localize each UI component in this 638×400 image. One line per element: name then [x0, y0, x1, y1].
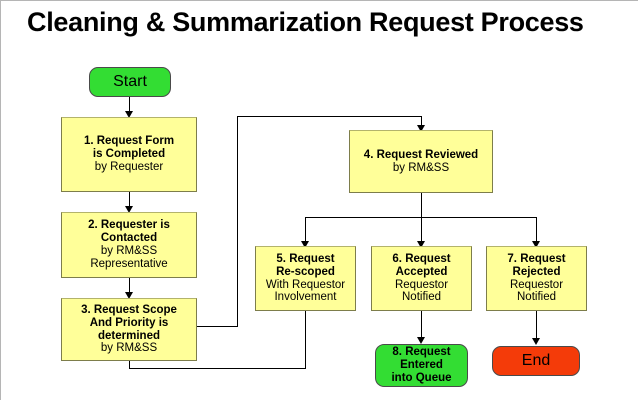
node-step2-line-1: Contacted: [100, 232, 158, 245]
edge-step4-bus-stem: [421, 193, 422, 217]
edge-step5-step3-v1: [305, 311, 306, 369]
edge-step3-step4-arrow: [417, 125, 425, 132]
node-step6-line-0: 6. Request: [392, 252, 451, 265]
node-end[interactable]: End: [492, 346, 580, 376]
node-step4-line-1: by RM&SS: [392, 161, 450, 174]
edge-step2-step3-arrow: [125, 292, 133, 299]
edge-step4-step6-line: [421, 217, 422, 243]
node-start[interactable]: Start: [89, 67, 171, 97]
node-step6-line-2: Requestor: [394, 278, 449, 291]
edge-step4-step7-line: [536, 217, 537, 243]
node-step5-line-3: Involvement: [274, 291, 337, 304]
node-step7-line-1: Rejected: [512, 265, 561, 278]
node-step2-line-3: Representative: [90, 257, 168, 270]
edge-step1-step2-arrow: [125, 206, 133, 213]
edge-step6-step8-arrow: [417, 337, 425, 344]
edge-step3-step4-h2: [237, 116, 422, 117]
node-step3-line-2: determined: [98, 329, 160, 342]
node-step7-line-2: Requestor: [509, 278, 564, 291]
node-step8-line-0: 8. Request: [392, 346, 451, 359]
node-step7-line-3: Notified: [517, 291, 556, 304]
node-step2-line-2: by RM&SS: [100, 245, 158, 257]
node-step3-line-1: And Priority is: [89, 316, 169, 329]
node-step3[interactable]: 3. Request Scope And Priority is determi…: [61, 298, 197, 361]
edge-step2-step3-line: [129, 277, 130, 292]
node-step1[interactable]: 1. Request Form is Completed by Requeste…: [61, 117, 197, 192]
node-step8-line-1: Entered: [400, 359, 443, 372]
edge-start-step1-line: [129, 97, 130, 111]
node-step1-line-2: by Requester: [94, 160, 164, 173]
edge-step3-step4-v2: [421, 116, 422, 126]
node-step3-line-3: by RM&SS: [100, 342, 158, 355]
page-title: Cleaning & Summarization Request Process: [27, 7, 584, 37]
edge-step5-step3-v2: [129, 361, 130, 369]
edge-step7-end-line: [536, 311, 537, 339]
node-step7[interactable]: 7. Request Rejected Requestor Notified: [486, 246, 587, 311]
edge-step1-step2-line: [129, 191, 130, 206]
node-step5[interactable]: 5. Request Re-scoped With Requestor Invo…: [255, 246, 356, 311]
node-step2-line-0: 2. Requester is: [88, 219, 170, 232]
node-step6-line-1: Accepted: [395, 265, 448, 278]
node-step8-line-2: into Queue: [391, 371, 452, 384]
edge-step7-end-arrow: [532, 338, 540, 345]
edge-step4-step5-arrow: [301, 241, 309, 248]
node-step6[interactable]: 6. Request Accepted Requestor Notified: [371, 246, 472, 311]
edge-step5-step3-h1: [129, 368, 306, 369]
edge-step4-step6-arrow: [417, 241, 425, 248]
edge-step3-step4-h1: [196, 326, 238, 327]
node-step7-line-0: 7. Request: [507, 252, 566, 265]
edge-step6-step8-line: [421, 311, 422, 338]
node-step2[interactable]: 2. Requester is Contacted by RM&SS Repre…: [61, 212, 197, 278]
node-step4-line-0: 4. Request Reviewed: [363, 148, 479, 161]
node-step6-line-3: Notified: [402, 291, 441, 304]
node-step1-line-1: is Completed: [92, 148, 166, 161]
node-step1-line-0: 1. Request Form: [83, 135, 175, 148]
edge-step4-step7-arrow: [532, 241, 540, 248]
node-step4[interactable]: 4. Request Reviewed by RM&SS: [349, 130, 493, 193]
node-start-line-0: Start: [113, 73, 147, 91]
node-step8[interactable]: 8. Request Entered into Queue: [375, 344, 468, 387]
node-step5-line-2: With Requestor: [265, 278, 346, 291]
node-step5-line-0: 5. Request: [276, 252, 335, 265]
edge-step4-step5-line: [305, 217, 306, 243]
edge-step3-step4-v1: [237, 116, 238, 327]
node-step3-line-0: 3. Request Scope: [81, 303, 177, 316]
node-step5-line-1: Re-scoped: [276, 265, 335, 278]
node-end-line-0: End: [521, 352, 551, 370]
edge-start-step1-arrow: [125, 111, 133, 118]
